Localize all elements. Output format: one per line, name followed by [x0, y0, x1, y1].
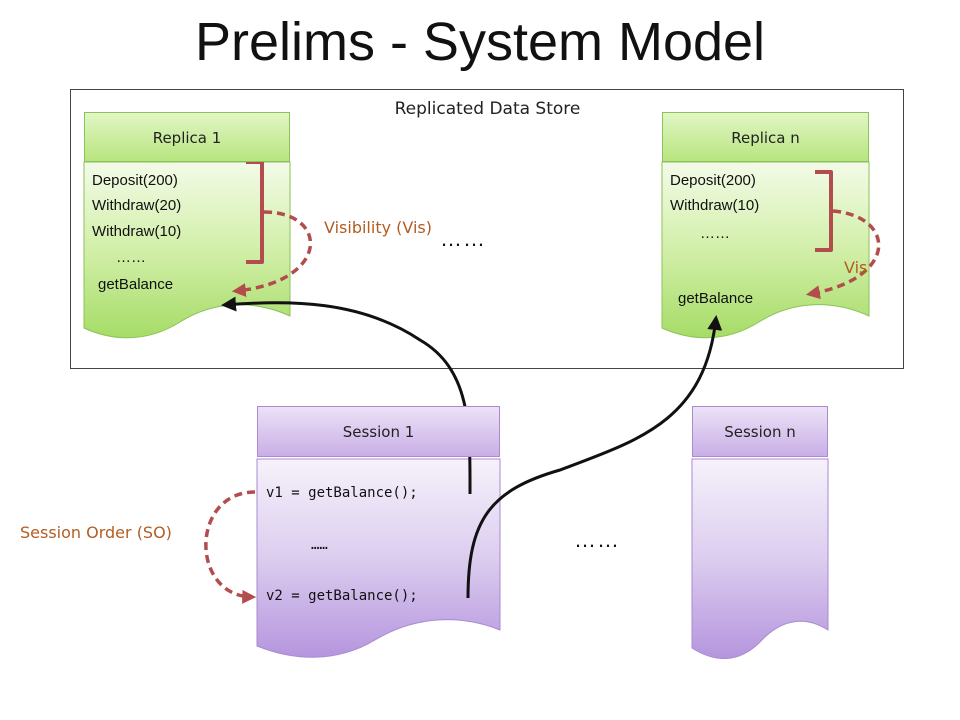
replica-1-visibility-bracket	[246, 160, 264, 264]
replica-1-op-deposit-200: Deposit(200)	[92, 172, 178, 189]
session-order-label: Session Order (SO)	[20, 523, 172, 542]
session-1-line-ellipsis: ……	[311, 537, 328, 553]
session-1-line-v2: v2 = getBalance();	[266, 588, 418, 604]
sessions-ellipsis: ……	[574, 527, 620, 552]
replica-1-op-withdraw-20: Withdraw(20)	[92, 197, 182, 214]
session-order-arrow	[204, 490, 257, 604]
session-1-document	[256, 458, 501, 658]
replica-1-op-withdraw-10: Withdraw(10)	[92, 223, 182, 240]
session-1-line-v1: v1 = getBalance();	[266, 485, 418, 501]
session-n-header: Session n	[692, 406, 828, 457]
visibility-label: Visibility (Vis)	[324, 218, 432, 237]
replicated-data-store	[70, 89, 904, 369]
replica-n-header: Replica n	[662, 112, 869, 162]
v2-to-replica-n-arrow	[466, 315, 723, 599]
replica-n-op-withdraw-10: Withdraw(10)	[670, 197, 760, 214]
session-1-header: Session 1	[257, 406, 500, 457]
session-n-document	[691, 458, 829, 659]
replica-1-visibility-arrow	[231, 210, 313, 298]
replica-n-visibility-arrow	[805, 209, 881, 300]
store-label: Replicated Data Store	[394, 99, 581, 119]
replicas-ellipsis: ……	[440, 226, 486, 251]
replica-1-header: Replica 1	[84, 112, 290, 162]
replica-1-op-ellipsis: ……	[116, 249, 146, 266]
page-title: Prelims - System Model	[194, 12, 766, 72]
replica-n-op-ellipsis: ……	[700, 225, 730, 242]
replica-n-op-deposit-200: Deposit(200)	[670, 172, 756, 189]
replica-n-visibility-bracket	[815, 170, 833, 252]
vis-label: Vis	[844, 258, 868, 277]
replica-n-get-balance: getBalance	[678, 290, 754, 307]
replica-1-get-balance: getBalance	[98, 276, 174, 293]
